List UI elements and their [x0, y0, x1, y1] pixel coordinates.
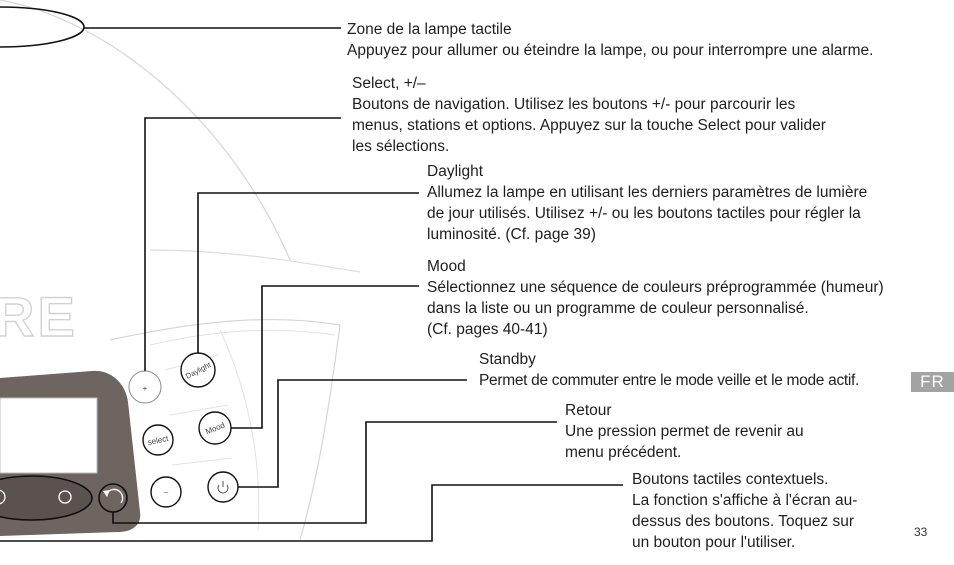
callout-return: Retour Une pression permet de revenir au…: [565, 400, 804, 463]
callout-description: Boutons de navigation. Utilisez les bout…: [352, 96, 826, 155]
callout-description: La fonction s'affiche à l'écran au- dess…: [632, 492, 858, 551]
select-button[interactable]: [142, 424, 174, 456]
plus-button-label: +: [143, 384, 148, 393]
brand-lettering: RE: [0, 285, 78, 348]
callout-title: Retour: [565, 402, 612, 419]
callout-description: Allumez la lampe en utilisant les dernie…: [427, 184, 868, 243]
callout-standby: Standby Permet de commuter entre le mode…: [479, 349, 859, 391]
circle-button-icon[interactable]: [58, 490, 72, 504]
select-button-label: select: [147, 434, 170, 447]
callout-title: Mood: [427, 258, 466, 275]
minus-button-label: –: [164, 488, 169, 497]
lamp-dome-outline: [0, 0, 291, 261]
callout-title: Boutons tactiles contextuels.: [632, 471, 829, 488]
callout-description: Une pression permet de revenir au menu p…: [565, 423, 804, 461]
leader-daylight: [197, 192, 419, 353]
language-badge: FR: [911, 372, 954, 392]
navigation-oval[interactable]: [0, 475, 93, 521]
callout-daylight: Daylight Allumez la lampe en utilisant l…: [427, 161, 867, 245]
lamp-base-outline: [109, 318, 341, 541]
leader-mood: [231, 285, 419, 429]
callout-title: Daylight: [427, 163, 483, 180]
leader-context-buttons: [0, 484, 623, 542]
minus-button[interactable]: [150, 476, 182, 508]
callout-select: Select, +/– Boutons de navigation. Utili…: [352, 73, 826, 157]
callout-description: Sélectionnez une séquence de couleurs pr…: [427, 279, 884, 338]
leader-select: [144, 117, 341, 371]
callout-description: Permet de commuter entre le mode veille …: [479, 372, 860, 389]
power-icon: [217, 481, 229, 494]
callout-mood: Mood Sélectionnez une séquence de couleu…: [427, 256, 884, 340]
display-screen: [0, 397, 98, 474]
lamp-touch-zone-oval[interactable]: [0, 6, 85, 48]
callout-title: Zone de la lampe tactile: [347, 21, 512, 38]
callout-title: Standby: [479, 351, 536, 368]
leader-return: [112, 421, 557, 524]
callout-context-buttons: Boutons tactiles contextuels. La fonctio…: [632, 469, 857, 553]
callout-title: Select, +/–: [352, 75, 426, 92]
lamp-body-edge: [149, 249, 361, 273]
callout-lamp-zone: Zone de la lampe tactile Appuyez pour al…: [347, 19, 873, 61]
leader-standby: [238, 379, 467, 488]
callout-description: Appuyez pour allumer ou éteindre la lamp…: [347, 42, 874, 59]
page-number: 33: [914, 525, 928, 539]
